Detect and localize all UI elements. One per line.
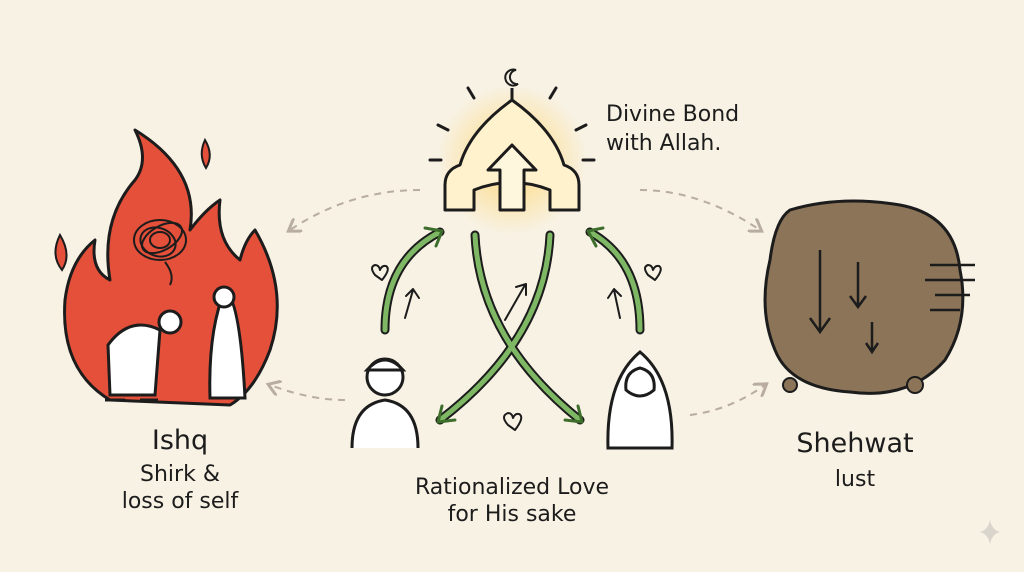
dashed-arrows xyxy=(270,189,765,416)
rational-line1: Rationalized Love xyxy=(414,475,610,500)
bowing-man-icon xyxy=(105,309,183,402)
rationalized-love-label: Rationalized Love for His sake xyxy=(370,475,654,527)
green-arrows xyxy=(371,226,662,431)
standing-woman-icon xyxy=(208,285,247,400)
divine-line2: with Allah. xyxy=(606,131,722,156)
ishq-line2: loss of self xyxy=(121,489,239,514)
lust-blob-icon xyxy=(763,199,975,395)
ishq-line1: Shirk & xyxy=(140,462,220,487)
divine-line1: Divine Bond xyxy=(606,102,740,127)
shehwat-title: Shehwat xyxy=(796,428,914,459)
mosque-dome-icon xyxy=(428,68,596,235)
ishq-title: Ishq xyxy=(151,425,209,456)
tangled-scribble-icon xyxy=(133,219,187,286)
woman-figure-icon xyxy=(606,350,674,450)
rational-line2: for His sake xyxy=(447,502,577,527)
sparkle-icon xyxy=(980,520,1000,544)
man-figure-icon xyxy=(350,357,420,449)
ishq-label: Ishq Shirk & loss of self xyxy=(110,425,250,514)
shehwat-label: Shehwat lust xyxy=(780,428,930,492)
shehwat-line1: lust xyxy=(834,467,876,492)
divine-bond-label: Divine Bond with Allah. xyxy=(606,102,739,156)
fire-icon xyxy=(54,128,279,407)
